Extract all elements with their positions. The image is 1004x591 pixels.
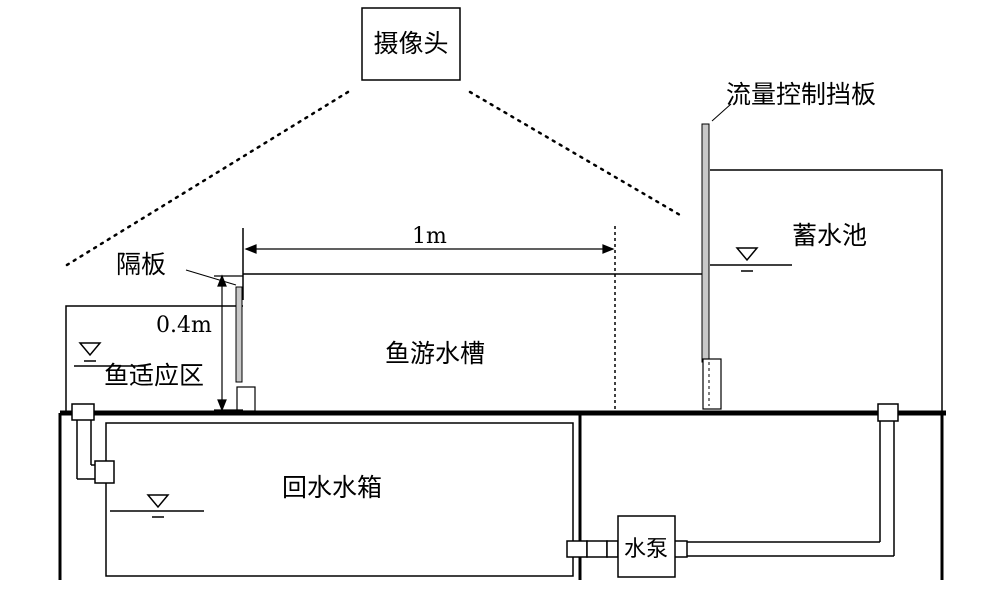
flume bbox=[242, 226, 702, 410]
camera-label: 摄像头 bbox=[373, 29, 448, 58]
view-line-right bbox=[468, 90, 682, 217]
reservoir-label: 蓄水池 bbox=[792, 221, 867, 250]
reservoir bbox=[710, 169, 943, 413]
length-label: 1m bbox=[412, 224, 447, 249]
partition-label: 隔板 bbox=[116, 250, 166, 279]
pump-inlet-fitting-3 bbox=[606, 540, 619, 558]
height-dimension bbox=[214, 274, 243, 412]
acclimation-zone-label: 鱼适应区 bbox=[104, 361, 204, 390]
height-label: 0.4m bbox=[156, 313, 212, 338]
return-tank bbox=[105, 422, 574, 577]
camera-box bbox=[361, 7, 461, 81]
baffle-leader bbox=[711, 103, 732, 122]
baffle-gate-box bbox=[702, 358, 722, 410]
partition-plate bbox=[235, 286, 243, 383]
water-level-icon bbox=[78, 342, 102, 362]
acclimation-zone-outline bbox=[65, 305, 243, 413]
camera-view-lines bbox=[60, 90, 682, 270]
reservoir-water-level-icon bbox=[735, 247, 759, 272]
return-pipe-inlet bbox=[71, 403, 95, 421]
partition-gate-box bbox=[236, 386, 256, 412]
return-pipe-outlet bbox=[94, 460, 115, 484]
partition-leader bbox=[185, 269, 237, 286]
reservoir-inlet-fitting bbox=[877, 403, 899, 422]
pump-inlet-fitting-2 bbox=[586, 540, 608, 558]
pump-inlet-fitting-1 bbox=[566, 540, 588, 558]
flow-control-baffle bbox=[701, 123, 710, 363]
lower-structure bbox=[58, 413, 944, 580]
flume-label: 鱼游水槽 bbox=[385, 339, 485, 368]
pump bbox=[617, 515, 676, 578]
supply-pipe bbox=[566, 403, 899, 558]
camera: 摄像头 bbox=[361, 7, 461, 81]
flow-baffle-label: 流量控制挡板 bbox=[726, 80, 876, 109]
return-tank-label: 回水水箱 bbox=[282, 473, 382, 502]
length-dimension bbox=[244, 244, 615, 254]
acclimation-zone bbox=[65, 305, 243, 413]
return-pipe bbox=[71, 403, 115, 484]
return-tank-water-level-icon bbox=[146, 494, 170, 518]
pump-label: 水泵 bbox=[624, 537, 668, 562]
pump-outlet-fitting bbox=[673, 540, 688, 558]
view-line-left bbox=[60, 90, 350, 270]
reservoir-outline bbox=[710, 169, 943, 413]
